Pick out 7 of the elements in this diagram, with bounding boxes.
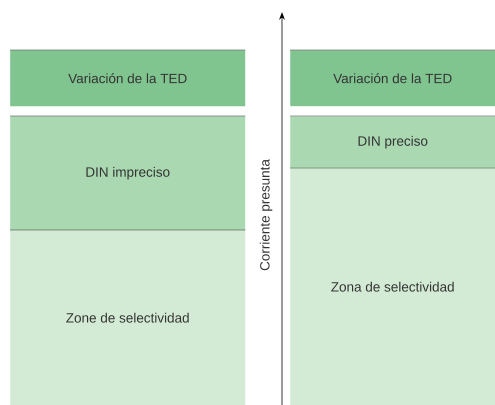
zone-band: Zone de selectividad <box>10 230 246 405</box>
band: Variación de la TED <box>290 50 495 106</box>
zone-band: Zona de selectividad <box>290 168 495 405</box>
band: Variación de la TED <box>10 50 246 106</box>
band: DIN impreciso <box>10 116 246 230</box>
axis-label: Corriente presunta <box>260 159 272 270</box>
band: DIN preciso <box>290 116 495 168</box>
